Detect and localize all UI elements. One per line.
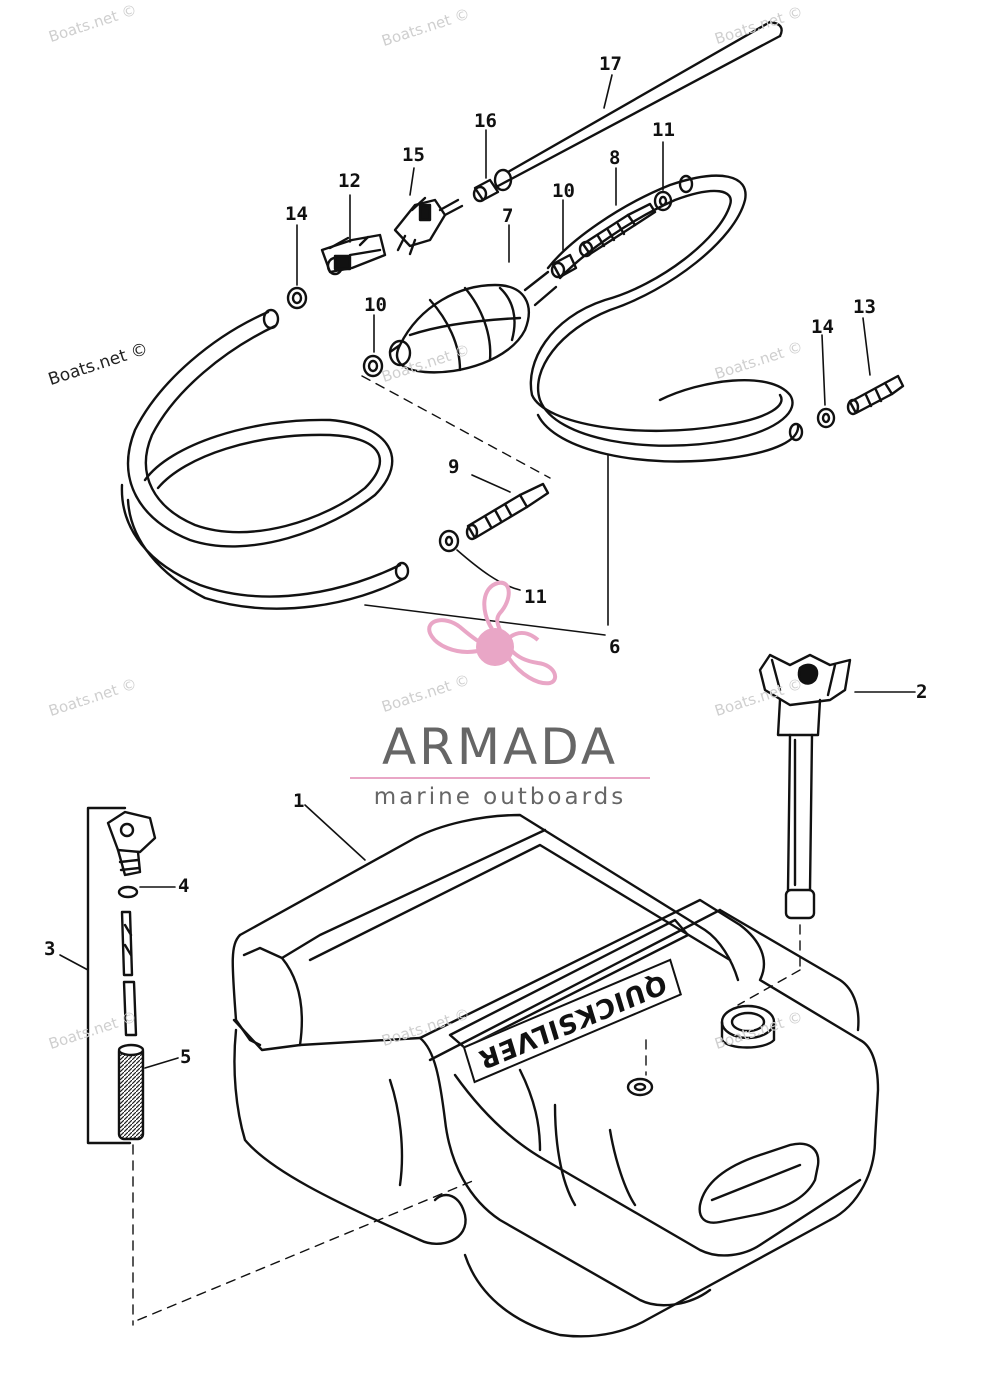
brand-tagline: marine outboards xyxy=(373,784,627,810)
hose-17 xyxy=(493,20,783,192)
callout-14-left: 14 xyxy=(285,203,308,225)
hose-barb-9 xyxy=(465,482,550,541)
callout-10-upper: 10 xyxy=(552,180,575,202)
callout-3: 3 xyxy=(44,938,56,960)
hose-6-right-coil xyxy=(529,174,804,463)
callout-15: 15 xyxy=(402,144,425,166)
hose-barb-8 xyxy=(578,202,657,258)
callout-11-lower: 11 xyxy=(524,586,547,608)
callout-10-lower: 10 xyxy=(364,294,387,316)
pickup-bracket-3 xyxy=(86,806,132,1145)
fitting-16 xyxy=(472,178,500,203)
fitting-10-upper xyxy=(550,253,578,279)
brand-divider xyxy=(350,777,650,779)
filter-5 xyxy=(117,1043,145,1141)
hose-barb-13 xyxy=(846,374,905,416)
pickup-elbow xyxy=(106,810,157,877)
callout-6: 6 xyxy=(609,636,621,658)
callout-2: 2 xyxy=(916,681,928,703)
primer-bulb-7 xyxy=(388,270,558,374)
leader-lines xyxy=(59,74,916,1069)
callout-4: 4 xyxy=(178,875,190,897)
callout-7: 7 xyxy=(502,205,514,227)
callout-13: 13 xyxy=(853,296,876,318)
callout-8: 8 xyxy=(609,147,621,169)
fitting-14-right xyxy=(816,407,836,429)
fitting-11-lower xyxy=(438,529,460,553)
callout-17: 17 xyxy=(599,53,622,75)
callout-5: 5 xyxy=(180,1046,192,1068)
fitting-10-lower xyxy=(362,354,384,378)
callout-1: 1 xyxy=(293,790,305,812)
fuel-gauge-2 xyxy=(758,653,852,920)
callout-11-upper: 11 xyxy=(652,119,675,141)
fuel-tank-1 xyxy=(231,813,880,1338)
brand-name: ARMADA xyxy=(381,718,619,776)
assembly-lines xyxy=(132,375,801,1326)
fitting-14-left xyxy=(286,286,308,310)
callout-9: 9 xyxy=(448,456,460,478)
o-ring-4 xyxy=(117,885,139,899)
pickup-tube xyxy=(120,910,138,1037)
propeller-logo-icon xyxy=(427,580,558,686)
callout-12: 12 xyxy=(338,170,361,192)
connector-15 xyxy=(393,196,464,256)
hose-6-left-coil xyxy=(120,308,410,610)
callout-16: 16 xyxy=(474,110,497,132)
connector-12 xyxy=(320,233,387,276)
callout-14-right: 14 xyxy=(811,316,834,338)
fitting-11-upper xyxy=(653,190,673,212)
